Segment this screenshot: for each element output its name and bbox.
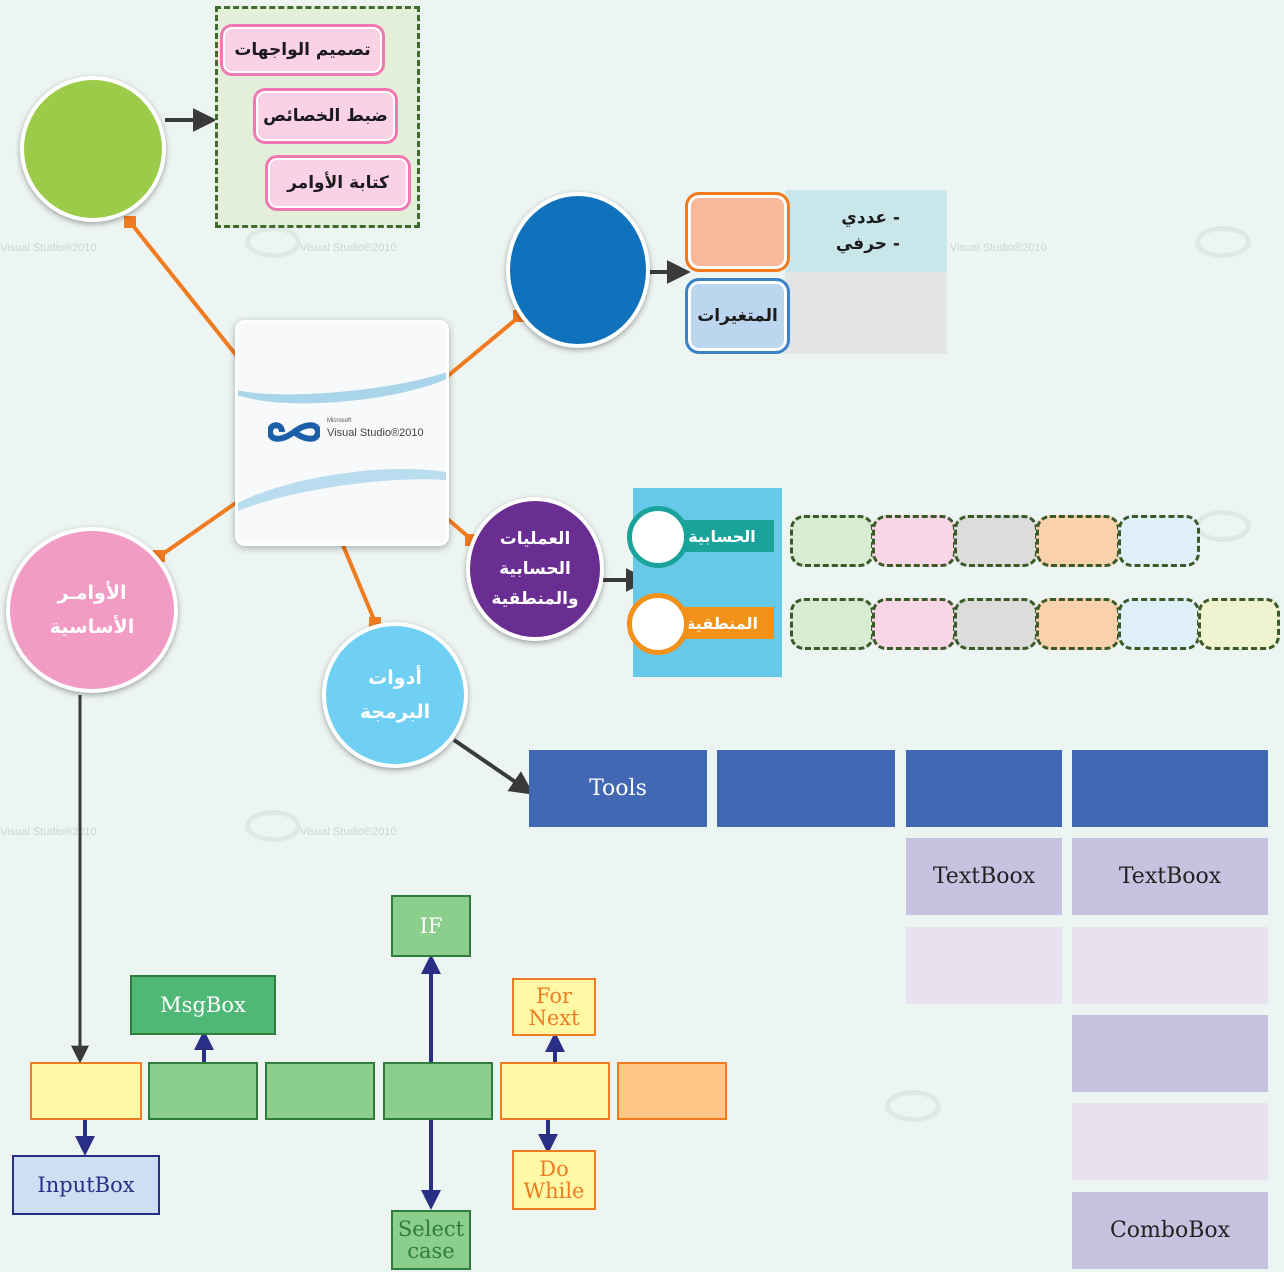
variable-types-panel [785, 190, 947, 272]
tools-cell [906, 927, 1062, 1004]
variables-circle [506, 192, 650, 348]
tools-header-cell [1072, 750, 1268, 827]
watermark: Visual Studio®2010 [0, 242, 97, 254]
logic-cell [954, 598, 1038, 650]
logo-small-text: Microsoft [327, 418, 352, 424]
arithmetic-cell [790, 515, 874, 567]
select-case-box: Select case [391, 1210, 471, 1270]
watermark: Visual Studio®2010 [950, 242, 1047, 254]
variable-type-text: - حرفي [835, 234, 900, 254]
command-box [383, 1062, 493, 1120]
tools-header-cell: Tools [529, 750, 707, 827]
tools-cell: TextBoox [1072, 838, 1268, 915]
command-box [617, 1062, 727, 1120]
design-step-1: تصميم الواجهات [220, 24, 385, 76]
logic-cell [790, 598, 874, 650]
watermark: Visual Studio®2010 [0, 826, 97, 838]
variable-types: - عددي - حرفي [800, 205, 900, 257]
visual-studio-center: Microsoft Visual Studio®2010 [235, 320, 449, 546]
watermark-logo [245, 810, 301, 842]
command-box [30, 1062, 142, 1120]
watermark-logo [1195, 226, 1251, 258]
tools-cell [1072, 1103, 1268, 1180]
variable-blank-panel [785, 272, 947, 354]
tools-header-cell [717, 750, 895, 827]
variable-type-numeric: - عددي [841, 208, 900, 228]
design-step-2: ضبط الخصائص [253, 88, 398, 144]
arithmetic-cell [1118, 515, 1200, 567]
command-box [500, 1062, 610, 1120]
tools-cell [1072, 1015, 1268, 1092]
logic-cell [1198, 598, 1280, 650]
infinity-logo-icon [268, 422, 320, 442]
command-box [265, 1062, 375, 1120]
tools-cell: TextBoox [906, 838, 1062, 915]
arithmetic-ring [627, 506, 689, 568]
watermark-logo [245, 226, 301, 258]
variable-empty-box [685, 192, 790, 272]
design-step-3: كتابة الأوامر [265, 155, 411, 211]
for-next-box: For Next [512, 978, 596, 1036]
programming-tools-circle: أدوات البرمجة [322, 622, 468, 768]
do-while-box: Do While [512, 1150, 596, 1210]
arithmetic-cell [872, 515, 956, 567]
watermark: Visual Studio®2010 [300, 826, 397, 838]
tools-cell: ComboBox [1072, 1192, 1268, 1269]
arithmetic-cell [1036, 515, 1120, 567]
watermark: Visual Studio®2010 [300, 242, 397, 254]
tools-header-cell [906, 750, 1062, 827]
operations-circle: العمليات الحسابية والمنطقية [466, 497, 604, 641]
variables-label: المتغيرات [685, 278, 790, 354]
basic-commands-circle: الأوامـر الأساسية [6, 527, 178, 693]
logic-cell [1036, 598, 1120, 650]
logic-cell [1118, 598, 1200, 650]
logo-text: Visual Studio®2010 [327, 427, 424, 439]
tools-cell [1072, 927, 1268, 1004]
logic-ring [627, 593, 689, 655]
if-box: IF [391, 895, 471, 957]
inputbox-box: InputBox [12, 1155, 160, 1215]
design-circle [20, 76, 166, 222]
msgbox-box: MsgBox [130, 975, 276, 1035]
command-box [148, 1062, 258, 1120]
watermark-logo [885, 1090, 941, 1122]
arithmetic-cell [954, 515, 1038, 567]
logic-cell [872, 598, 956, 650]
